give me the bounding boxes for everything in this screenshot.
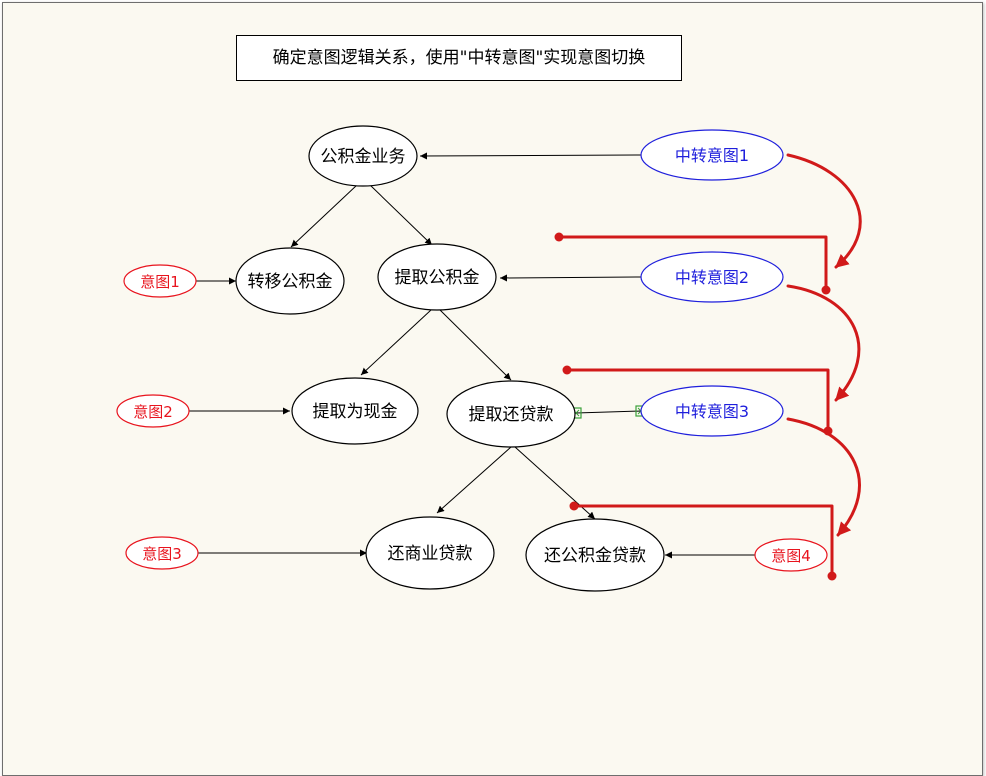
node-zygjj[interactable]: 转移公积金 [235,247,345,315]
edge-tqgjj-tqwxj [360,309,432,376]
edge-gjjyw-tqgjj [369,184,433,246]
node-label: 公积金业务 [321,147,406,167]
diagram-title: 确定意图逻辑关系，使用"中转意图"实现意图切换 [236,35,682,81]
node-tqhdk[interactable]: 提取还贷款 [446,380,576,448]
edge-tqhdk-zz3 [575,410,643,414]
intent-label: 意图4 [771,547,811,565]
node-label: 提取公积金 [395,268,480,288]
intent-label: 意图3 [142,545,182,563]
edge-tqhdk-hsydk [436,446,512,514]
node-label: 转移公积金 [248,272,333,292]
transfer-zz2[interactable]: 中转意图2 [640,251,784,303]
flow-bracket-1 [557,235,828,292]
node-hgjjdk[interactable]: 还公积金贷款 [525,518,665,592]
edge-gjjyw-zygjj [290,184,358,248]
edge-tqhdk-hgjjdk [514,446,596,520]
node-label: 还公积金贷款 [544,546,646,566]
edge-tqgjj-tqhdk [439,309,512,381]
transfer-label: 中转意图2 [675,268,749,287]
flow-bracket-2 [565,368,830,433]
flow-dots [554,232,837,581]
node-label: 提取为现金 [313,402,398,422]
node-tqgjj[interactable]: 提取公积金 [377,243,497,311]
transfer-zz3[interactable]: 中转意图3 [640,385,784,437]
intent-yt3[interactable]: 意图3 [125,536,199,570]
flow-curve-1 [786,153,862,269]
intent-yt1[interactable]: 意图1 [123,264,197,298]
flow-bracket-3 [572,504,834,578]
node-hsydk[interactable]: 还商业贷款 [365,516,495,590]
node-label: 还商业贷款 [388,544,473,564]
intent-label: 意图2 [133,403,173,421]
intent-label: 意图1 [140,273,180,291]
node-label: 提取还贷款 [469,405,554,425]
edge-zz2-tqgjj [499,274,642,282]
node-tqwxj[interactable]: 提取为现金 [291,377,419,445]
flow-curve-3 [786,417,861,537]
flow-annotation [557,153,862,578]
edge-zz1-gjjyw [419,152,642,160]
intent-yt4[interactable]: 意图4 [754,538,828,572]
transfer-label: 中转意图1 [675,146,749,165]
intent-yt2[interactable]: 意图2 [116,394,190,428]
transfer-zz1[interactable]: 中转意图1 [640,129,784,181]
node-gjjyw[interactable]: 公积金业务 [308,125,418,187]
flow-curve-2 [786,284,861,402]
transfer-label: 中转意图3 [675,402,749,421]
